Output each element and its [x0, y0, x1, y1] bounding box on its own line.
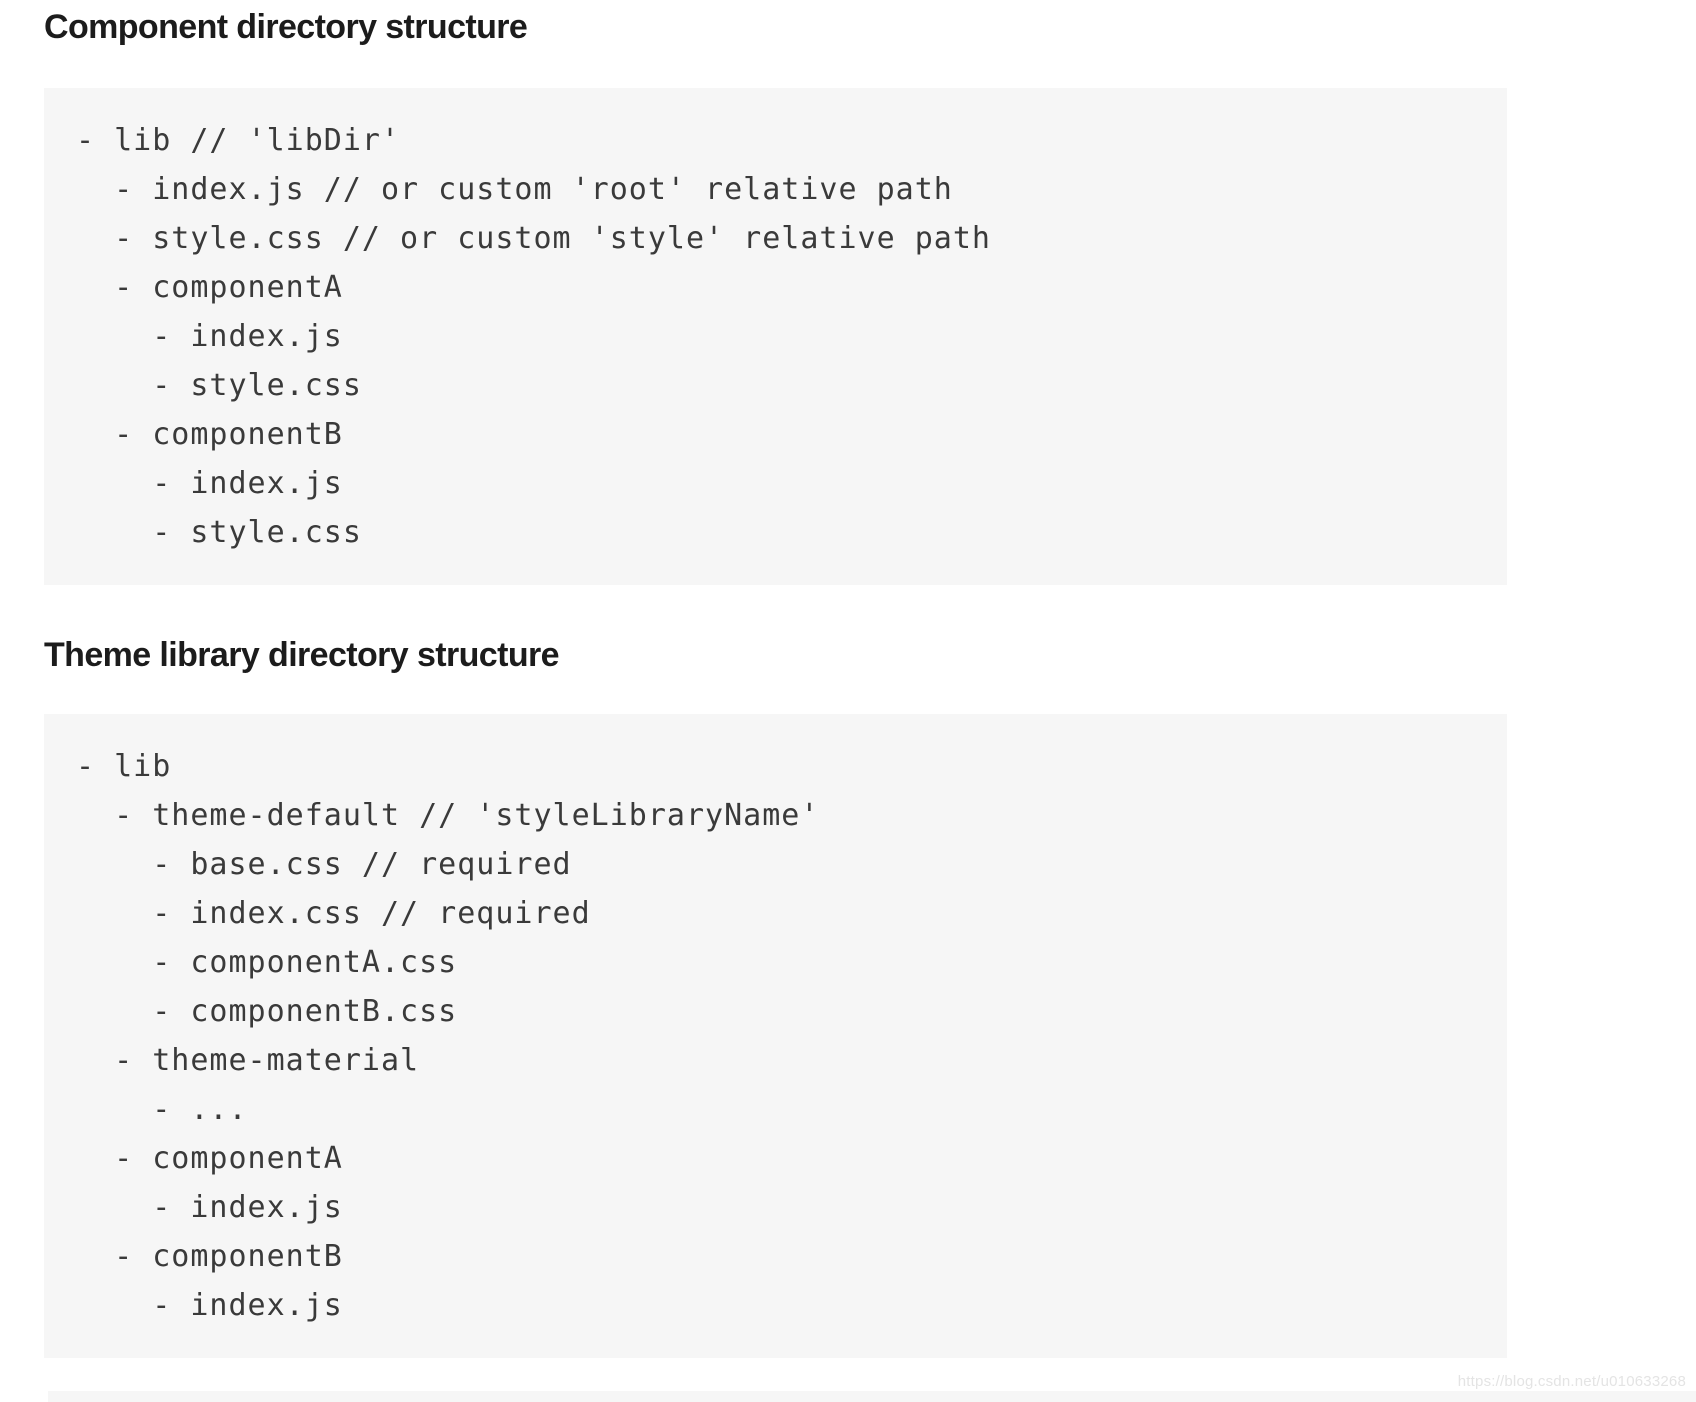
- csdn-blog-watermark: https://blog.csdn.net/u010633268: [1457, 1373, 1686, 1390]
- next-code-block-top-edge: [48, 1391, 1696, 1402]
- heading-theme-library-directory-structure: Theme library directory structure: [44, 636, 560, 674]
- code-theme-library-tree: - lib - theme-default // 'styleLibraryNa…: [76, 749, 820, 1323]
- heading-component-directory-structure: Component directory structure: [44, 8, 528, 46]
- code-block-component-directory: - lib // 'libDir' - index.js // or custo…: [44, 88, 1507, 585]
- code-component-directory-tree: - lib // 'libDir' - index.js // or custo…: [76, 123, 991, 550]
- code-block-theme-library: - lib - theme-default // 'styleLibraryNa…: [44, 714, 1507, 1358]
